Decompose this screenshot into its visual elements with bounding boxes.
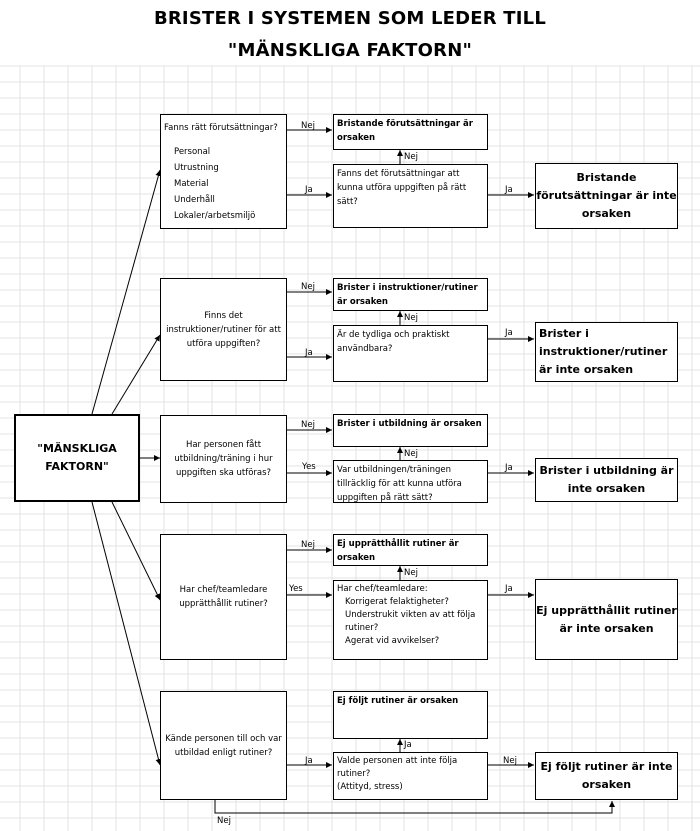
s3-check: Var utbildningen/träningen tillräcklig f… <box>333 460 488 503</box>
s4-yes-result: Ej upprätthållit rutiner är inte orsaken <box>535 579 678 660</box>
s1-yes-label: Ja <box>305 185 313 195</box>
s4-check-item: Agerat vid avvikelser? <box>345 636 440 646</box>
s2-check: Är de tydliga och praktiskt användbara? <box>333 325 488 382</box>
s2-check-no-label: Nej <box>404 313 418 323</box>
s4-no-result: Ej upprätthållit rutiner är orsaken <box>333 534 488 566</box>
s1-item: Lokaler/arbetsmiljö <box>174 211 256 221</box>
s5-bottom-no-connector <box>214 800 615 814</box>
s5-check: Valde personen att inte följa rutiner? <box>337 756 458 779</box>
s3-yes-result: Brister i utbildning är inte orsaken <box>535 458 678 502</box>
root-to-s4-arrow <box>111 501 161 601</box>
s5-bottom-no-label: Nej <box>217 816 231 826</box>
s1-check: Fanns det förutsättningar att kunna utfö… <box>333 164 488 228</box>
root-to-s1-arrow <box>91 169 162 415</box>
s2-question: Finns det instruktioner/rutiner för att … <box>160 278 287 381</box>
s3-no-result: Brister i utbildning är orsaken <box>333 414 488 447</box>
s4-check-title: Har chef/teamledare: <box>337 584 428 594</box>
s4-check-item: Korrigerat felaktigheter? <box>345 597 449 607</box>
s5-check-no-label: Nej <box>503 756 517 766</box>
page-subtitle: "MÄNSKLIGA FAKTORN" <box>227 40 473 61</box>
s1-check-yes-label: Ja <box>505 185 513 195</box>
s4-question: Har chef/teamledare upprätthållit rutine… <box>160 534 287 660</box>
s4-yes-label: Yes <box>289 584 303 594</box>
s5-check-yes-label: Ja <box>404 740 412 750</box>
s5-no-result: Ej följt rutiner är inte orsaken <box>535 752 678 800</box>
s4-check-item: Understrukit vikten av att följa rutiner… <box>345 610 476 633</box>
s1-yes-result: Bristande förutsättningar är inte orsake… <box>535 163 678 229</box>
s3-no-label: Nej <box>301 420 315 430</box>
s4-check-yes-label: Ja <box>505 584 513 594</box>
s5-check-note: (Attityd, stress) <box>337 782 403 792</box>
s1-item: Utrustning <box>174 163 219 173</box>
s4-no-label: Nej <box>301 540 315 550</box>
root-node: "MÄNSKLIGA FAKTORN" <box>14 414 140 502</box>
s5-check-box: Valde personen att inte följa rutiner? (… <box>333 752 488 800</box>
s2-yes-label: Ja <box>305 348 313 358</box>
s1-no-result: Bristande förutsättningar är orsaken <box>333 114 488 150</box>
s1-items: Personal Utrustning Material Underhåll L… <box>164 144 283 224</box>
s2-check-yes-label: Ja <box>505 328 513 338</box>
s5-yes-label: Ja <box>305 756 313 766</box>
s4-check-box: Har chef/teamledare: Korrigerat felaktig… <box>333 580 488 660</box>
s1-item: Material <box>174 179 209 189</box>
s1-check-no-label: Nej <box>404 152 418 162</box>
s1-question-box: Fanns rätt förutsättningar? Personal Utr… <box>160 114 287 229</box>
s2-yes-result: Brister i instruktioner/rutiner är inte … <box>535 322 678 382</box>
s3-question: Har personen fått utbildning/träning i h… <box>160 415 287 503</box>
s1-item: Personal <box>174 147 211 157</box>
s3-check-no-label: Nej <box>404 449 418 459</box>
s3-check-yes-label: Ja <box>505 463 513 473</box>
s1-item: Underhåll <box>174 195 215 205</box>
s5-question: Kände personen till och var utbildad enl… <box>160 691 287 800</box>
s1-question: Fanns rätt förutsättningar? <box>164 123 278 133</box>
s2-no-label: Nej <box>301 282 315 292</box>
s3-yes-label: Yes <box>302 462 316 472</box>
root-to-s2-arrow <box>111 334 161 415</box>
s4-check-no-label: Nej <box>404 568 418 578</box>
s5-yes-result: Ej följt rutiner är orsaken <box>333 691 488 739</box>
page-title: BRISTER I SYSTEMEN SOM LEDER TILL <box>153 8 547 29</box>
root-to-s5-arrow <box>91 501 162 766</box>
s2-no-result: Brister i instruktioner/rutiner är orsak… <box>333 278 488 311</box>
s1-no-label: Nej <box>301 121 315 131</box>
